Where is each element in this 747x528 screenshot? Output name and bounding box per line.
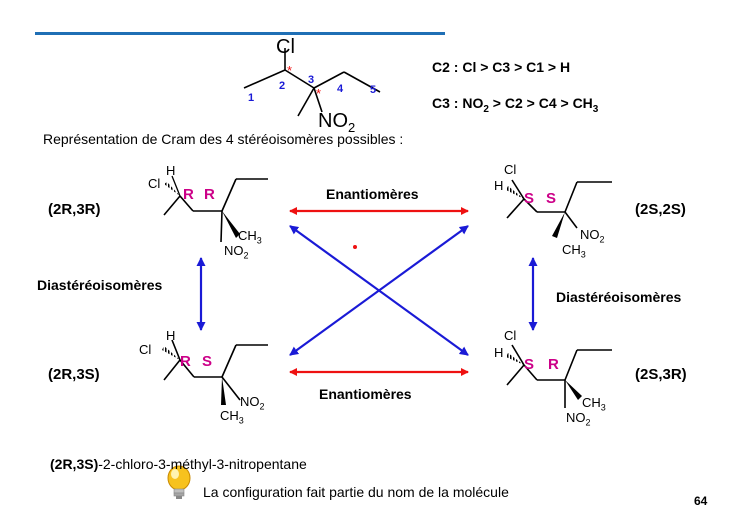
top-star-c2: * <box>287 63 293 78</box>
isomer-2R3S-hash-cl <box>162 346 180 360</box>
enantiomers-label-top: Enantiomères <box>326 186 419 202</box>
page-number: 64 <box>694 494 708 508</box>
config-2S3R: (2S,3R) <box>635 366 687 383</box>
isomer-2S3R-wedge <box>565 380 582 400</box>
isomer-2R3S-bonds <box>163 339 268 401</box>
isomer-2R3R-hash-cl <box>164 182 180 196</box>
config-2R3R: (2R,3R) <box>48 201 101 218</box>
isomer-2R3S-wedge <box>221 377 226 405</box>
lightbulb-icon <box>167 465 191 499</box>
top-no2-label: NO2 <box>318 110 356 135</box>
isomer-2S3R-bonds <box>506 344 612 408</box>
isomer-2S3R-hash-h <box>506 353 524 365</box>
i4-c3-stereo: R <box>548 356 559 373</box>
i2-h: H <box>494 178 504 193</box>
top-num-1: 1 <box>248 92 255 104</box>
i2-no2: NO2 <box>580 227 605 245</box>
i2-cl: Cl <box>504 162 517 177</box>
enantiomers-label-bottom: Enantiomères <box>319 386 412 402</box>
diastereo-label-left: Diastéréoisomères <box>37 277 163 293</box>
isomer-2S2S-hash-h <box>506 186 524 199</box>
i2-c3-stereo: S <box>546 190 557 207</box>
compound-name: (2R,3S)-2-chloro-3-méthyl-3-nitropentane <box>50 456 307 472</box>
title-rule <box>35 32 445 35</box>
top-star-c3: * <box>316 86 322 101</box>
i3-ch3: CH3 <box>220 408 244 426</box>
diastereo-label-right: Diastéréoisomères <box>556 289 682 305</box>
i3-c3-stereo: S <box>202 353 213 370</box>
i1-ch3: CH3 <box>238 228 262 246</box>
tip-text: La configuration fait partie du nom de l… <box>203 484 509 500</box>
rule-c2: C2 : Cl > C3 > C1 > H <box>432 59 571 75</box>
i4-no2: NO2 <box>566 410 591 428</box>
top-skeleton <box>243 48 381 117</box>
top-num-4: 4 <box>337 83 344 95</box>
i3-cl: Cl <box>139 342 152 357</box>
top-cl-label: Cl <box>276 36 295 58</box>
config-2S2S: (2S,2S) <box>635 201 686 218</box>
i1-h: H <box>166 163 176 178</box>
isomer-2R3R-wedge <box>222 211 240 238</box>
center-dot <box>353 245 357 249</box>
i2-c2-stereo: S <box>524 190 535 207</box>
diastereo-arrow-cross-2 <box>289 225 469 356</box>
isomer-2S2S-wedge <box>552 212 565 238</box>
i1-c3-stereo: R <box>204 186 215 203</box>
isomer-2R3R-bonds <box>163 178 268 243</box>
i4-cl: Cl <box>504 328 517 343</box>
top-num-3: 3 <box>308 74 315 86</box>
top-num-5: 5 <box>370 84 377 96</box>
top-num-2: 2 <box>279 80 286 92</box>
i4-h: H <box>494 345 504 360</box>
i1-cl: Cl <box>148 176 161 191</box>
intro-text: Représentation de Cram des 4 stéréoisomè… <box>43 131 404 147</box>
i2-ch3: CH3 <box>562 242 586 260</box>
i1-no2: NO2 <box>224 243 249 261</box>
i4-ch3: CH3 <box>582 395 606 413</box>
i1-c2-stereo: R <box>183 186 194 203</box>
i4-c2-stereo: S <box>524 356 535 373</box>
i3-c2-stereo: R <box>180 353 191 370</box>
config-2R3S: (2R,3S) <box>48 366 100 383</box>
i3-no2: NO2 <box>240 394 265 412</box>
rule-c3: C3 : NO2 > C2 > C4 > CH3 <box>432 95 599 115</box>
i3-h: H <box>166 328 176 343</box>
isomer-2S2S-bonds <box>506 179 612 229</box>
